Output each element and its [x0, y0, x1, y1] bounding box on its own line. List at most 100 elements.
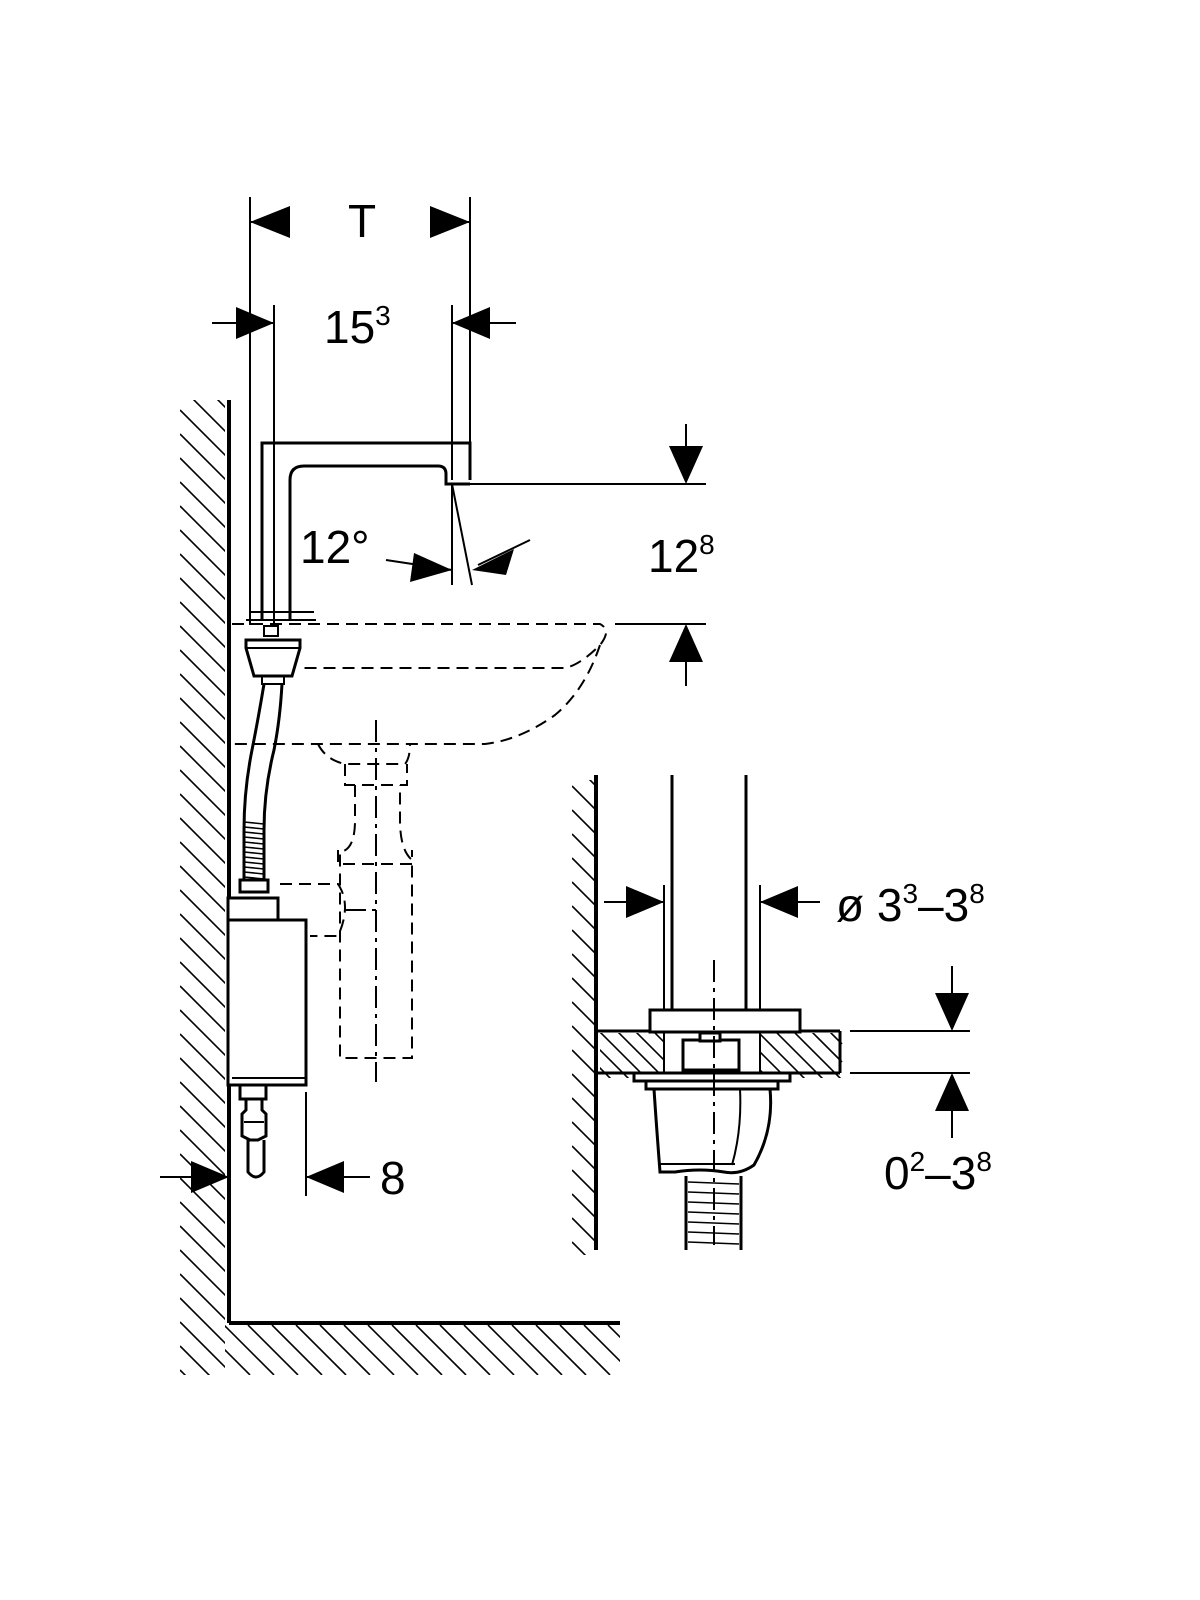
detail-wall-hatch-line — [588, 780, 598, 789]
counter-hatch-line — [760, 1033, 806, 1078]
counter-hatch-line — [758, 924, 842, 1008]
detail-wall-hatch-line — [572, 1169, 598, 1197]
hose-ring — [243, 821, 265, 825]
wall-hatch-line — [180, 625, 225, 673]
detail-wall-hatch-line — [572, 953, 598, 981]
hose-ring — [243, 841, 265, 845]
wall-hatch-line — [180, 1129, 225, 1177]
wall-hatch-line — [180, 649, 225, 697]
label-spout-reach: 153 — [324, 300, 391, 353]
wall-hatch-line — [180, 577, 225, 625]
wall-hatch-line — [180, 457, 225, 505]
wall-hatch-line — [180, 1369, 187, 1375]
hose-ring — [243, 826, 265, 830]
hose-ring — [243, 871, 265, 875]
wall-hatch-line — [180, 505, 225, 553]
wall-hatch-line — [216, 400, 225, 409]
spray-angle — [385, 483, 531, 586]
floor-hatch-line — [559, 1325, 611, 1375]
detail-wall-hatch-line — [572, 1217, 598, 1245]
floor-hatch-line — [535, 1325, 587, 1375]
pipe-ring — [687, 1181, 740, 1185]
washbasin-outline — [232, 623, 607, 1082]
detail-wall-hatch-line — [572, 809, 598, 837]
wall-hatch-line — [180, 793, 225, 841]
connector-nut — [244, 625, 302, 685]
wall-hatch-line — [180, 1297, 225, 1345]
pipe-ring — [687, 1221, 740, 1225]
flexible-hose — [238, 683, 284, 894]
faucet-body — [246, 441, 472, 621]
wall-hatch-line — [180, 1009, 225, 1057]
floor-hatch-line — [632, 1325, 682, 1375]
wall-hatch-line — [180, 1273, 225, 1321]
counter-hatch-line — [598, 922, 666, 990]
wall-hatch-line — [180, 433, 225, 481]
wall-hatch-line — [180, 338, 226, 384]
wall-hatch-line — [180, 1225, 225, 1273]
detail-wall-hatching — [572, 714, 598, 1292]
counter-hatch-line — [760, 1050, 788, 1078]
wall-hatch-line — [180, 1177, 225, 1225]
wall-hatching — [180, 338, 226, 1375]
detail-wall-hatch-line — [572, 1241, 587, 1255]
counter-hatch-line — [793, 1033, 842, 1078]
floor-hatch-line — [295, 1325, 347, 1375]
label-box-offset: 8 — [380, 1152, 406, 1204]
faucet-shank — [648, 775, 802, 1073]
counter-hatch-line — [811, 1033, 843, 1063]
wall-hatch-line — [180, 745, 225, 793]
wall-hatch-line — [180, 913, 225, 961]
floor-hatch-line — [271, 1325, 323, 1375]
counter-hatch-line — [758, 1140, 842, 1224]
dimension-box-offset — [160, 1092, 370, 1196]
dimension-spout-height — [470, 424, 706, 686]
counter-hatch-line — [758, 906, 842, 990]
supply-pipe — [684, 1176, 743, 1250]
detail-wall-hatch-line — [572, 1193, 598, 1221]
wall-hatch-line — [180, 817, 225, 865]
counter-hatch-line — [600, 1048, 630, 1078]
detail-wall-hatch-line — [572, 881, 598, 909]
detail-wall-hatch-line — [572, 1266, 598, 1292]
counter-hatch-line — [617, 1033, 665, 1078]
wall-hatch-line — [180, 409, 225, 457]
label-spray-angle: 12° — [300, 521, 370, 573]
hose-ring — [243, 861, 265, 865]
counter-hatch-line — [600, 1033, 648, 1078]
hose-ring — [243, 846, 265, 850]
wall-hatch-line — [180, 841, 225, 889]
detail-wall-hatch-line — [572, 1001, 598, 1029]
floor-hatch-line — [439, 1325, 491, 1375]
wall-hatch-line — [180, 1249, 225, 1297]
detail-wall-hatch-line — [572, 1025, 598, 1053]
wall-hatch-line — [180, 481, 225, 529]
wall-hatch-line — [180, 697, 225, 745]
label-counter-thickness: 02–38 — [884, 1146, 992, 1199]
dimension-t — [249, 197, 471, 625]
dimension-counter-thickness — [850, 966, 970, 1138]
floor-hatch-line — [511, 1325, 563, 1375]
floor-hatch-line — [391, 1325, 443, 1375]
floor-hatch-line — [319, 1325, 371, 1375]
detail-wall-hatch-line — [572, 714, 598, 740]
detail-wall-hatch-line — [572, 905, 598, 933]
wall-hatch-line — [180, 865, 225, 913]
wall-hatch-line — [180, 1105, 225, 1153]
wall-hatch-line — [180, 1057, 225, 1105]
label-pipe-diameter: ø 33–38 — [836, 878, 985, 931]
floor-hatch-line — [225, 1325, 275, 1375]
wall-hatch-line — [180, 961, 225, 1009]
wall-hatch-line — [180, 1321, 225, 1369]
floor-hatch-line — [607, 1325, 620, 1339]
counter-hatch-line — [600, 1066, 612, 1078]
wall-hatch-line — [180, 1345, 211, 1375]
mounting-nut — [632, 1071, 792, 1175]
floor-hatch-line — [225, 1348, 251, 1375]
dimension-pipe-diameter — [604, 886, 820, 918]
wall-hatch-line — [180, 1201, 225, 1249]
floor-hatch-line — [343, 1325, 395, 1375]
counter-hatch-line — [758, 1158, 842, 1242]
detail-wall-hatch-line — [572, 977, 598, 1005]
label-spout-height: 128 — [648, 529, 715, 582]
